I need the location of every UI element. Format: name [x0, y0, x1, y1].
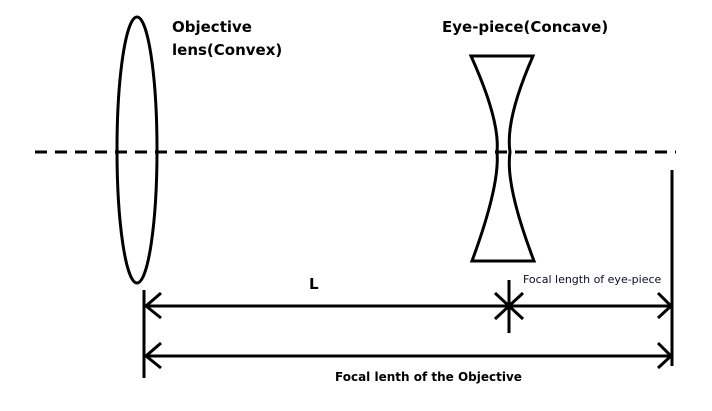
objective-label-line2: lens(Convex) — [172, 41, 283, 59]
objective-focal-arrowhead-left — [143, 341, 162, 370]
eyepiece-label: Eye-piece(Concave) — [442, 18, 609, 36]
L-label: L — [309, 275, 319, 293]
eyepiece-focal-label: Focal length of eye-piece — [523, 273, 662, 286]
objective-focal-label: Focal lenth of the Objective — [335, 370, 522, 384]
objective-focal-arrowhead-right — [656, 341, 674, 370]
objective-lens — [115, 15, 159, 285]
eyepiece-focal-arrowhead-right — [656, 291, 674, 320]
L-arrowhead-left — [143, 291, 162, 320]
eyepiece-lens — [468, 54, 537, 263]
objective-label-line1: Objective — [172, 18, 252, 36]
